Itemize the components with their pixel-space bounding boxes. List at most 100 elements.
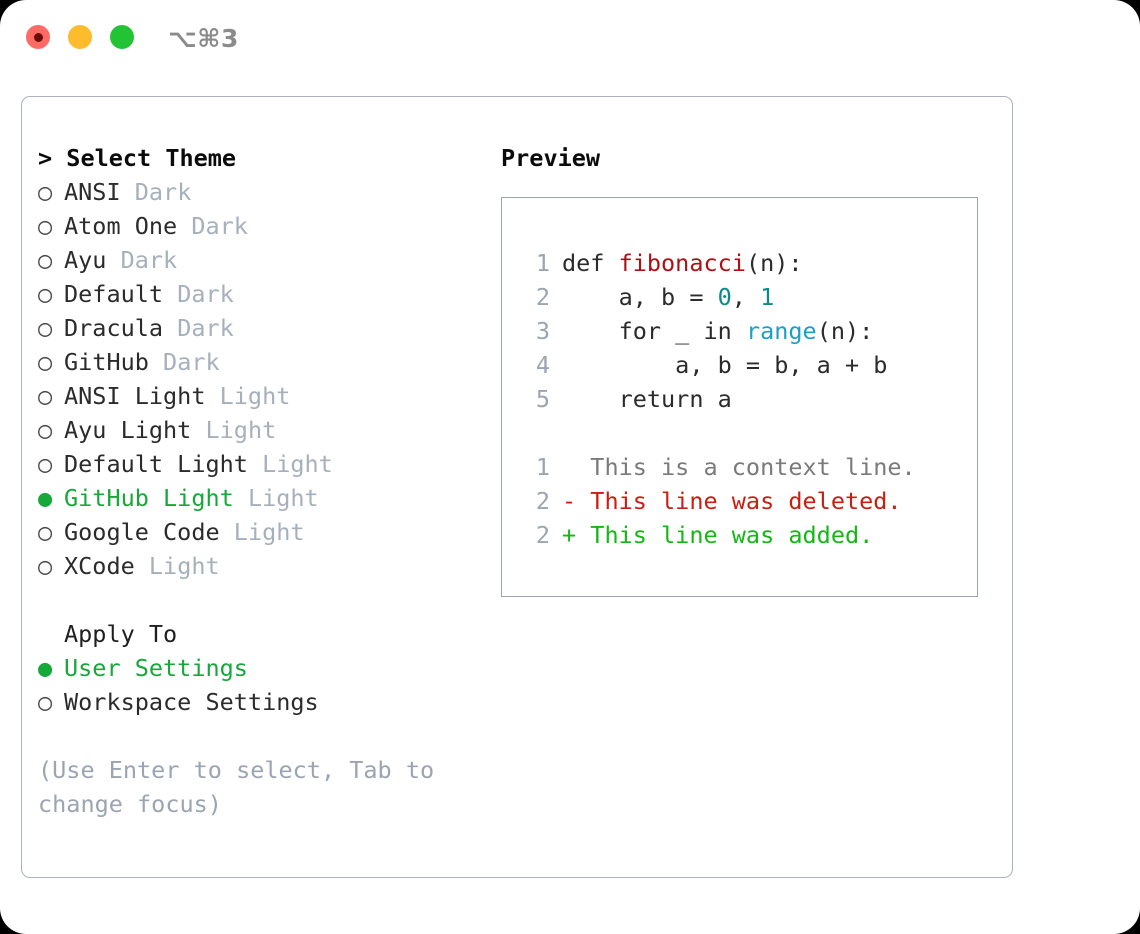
title-bar: ⌥⌘3 bbox=[0, 0, 1140, 78]
radio-unselected-icon: ○ bbox=[38, 688, 53, 716]
code-token: 0 bbox=[717, 283, 732, 311]
diff-line-del: 2- This line was deleted. bbox=[520, 484, 916, 518]
diff-line-add: 2+ This line was added. bbox=[520, 518, 916, 552]
code-token: fibonacci bbox=[618, 249, 746, 277]
radio-unselected-icon: ○ bbox=[38, 280, 53, 308]
theme-kind-badge: Light bbox=[205, 416, 277, 444]
line-number: 3 bbox=[535, 317, 550, 345]
theme-list: ○ANSI Dark○Atom One Dark○Ayu Dark○Defaul… bbox=[38, 175, 468, 583]
preview-title: Preview bbox=[501, 144, 601, 172]
apply-to-label: Apply To bbox=[64, 620, 178, 648]
code-blank-line bbox=[520, 416, 916, 450]
theme-kind-badge: Light bbox=[148, 552, 220, 580]
code-token: range bbox=[745, 317, 817, 345]
code-line: 2 a, b = 0, 1 bbox=[520, 280, 916, 314]
theme-kind-badge: Dark bbox=[177, 280, 234, 308]
radio-unselected-icon: ○ bbox=[38, 382, 53, 410]
code-token: def bbox=[562, 249, 619, 277]
window-controls bbox=[26, 25, 134, 49]
code-token: for _ in bbox=[562, 317, 746, 345]
theme-name: ANSI Light bbox=[64, 382, 206, 410]
theme-option-ayu-light[interactable]: ○ Ayu Light Light bbox=[38, 413, 468, 447]
diff-marker: - bbox=[562, 487, 591, 515]
theme-option-ayu[interactable]: ○Ayu Dark bbox=[38, 243, 468, 277]
line-number: 5 bbox=[535, 385, 550, 413]
theme-option-github[interactable]: ○GitHub Dark bbox=[38, 345, 468, 379]
theme-option-default-light[interactable]: ○Default Light Light bbox=[38, 447, 468, 481]
theme-option-default[interactable]: ○Default Dark bbox=[38, 277, 468, 311]
theme-name: Ayu Light bbox=[64, 416, 192, 444]
code-line: 5 return a bbox=[520, 382, 916, 416]
radio-selected-icon: ● bbox=[38, 484, 53, 512]
theme-kind-badge: Dark bbox=[134, 178, 192, 206]
theme-kind-badge: Light bbox=[247, 484, 319, 512]
gap bbox=[163, 277, 177, 311]
gap bbox=[248, 447, 262, 481]
code-token: , bbox=[731, 283, 761, 311]
apply-to-list: ●User Settings○Workspace Settings bbox=[38, 651, 468, 719]
theme-name: Dracula bbox=[64, 314, 164, 342]
code-text: a, b = b, a + b bbox=[562, 348, 887, 382]
theme-kind-badge: Light bbox=[219, 382, 291, 410]
line-number: 1 bbox=[535, 249, 550, 277]
diff-text: This line was added. bbox=[590, 521, 874, 549]
gap bbox=[220, 515, 234, 549]
close-dot[interactable] bbox=[26, 25, 50, 49]
radio-unselected-icon: ○ bbox=[38, 518, 53, 546]
theme-kind-badge: Light bbox=[262, 450, 333, 478]
theme-kind-badge: Dark bbox=[120, 246, 178, 274]
theme-name: GitHub bbox=[64, 348, 149, 376]
radio-unselected-icon: ○ bbox=[38, 314, 53, 342]
line-number: 1 bbox=[535, 453, 550, 481]
theme-kind-badge: Dark bbox=[177, 314, 234, 342]
line-number: 4 bbox=[535, 351, 550, 379]
apply-to-option-user-settings[interactable]: ●User Settings bbox=[38, 651, 468, 685]
keyboard-shortcut-label: ⌥⌘3 bbox=[168, 24, 239, 53]
theme-name: GitHub Light bbox=[64, 484, 234, 512]
theme-option-github-light[interactable]: ● GitHub Light Light bbox=[38, 481, 468, 515]
apply-to-name: User Settings bbox=[64, 654, 248, 682]
theme-option-ansi[interactable]: ○ANSI Dark bbox=[38, 175, 468, 209]
diff-marker: + bbox=[562, 521, 591, 549]
theme-option-ansi-light[interactable]: ○ ANSI Light Light bbox=[38, 379, 468, 413]
keyboard-hint: (Use Enter to select, Tab to change focu… bbox=[38, 756, 435, 818]
theme-kind-badge: Light bbox=[233, 518, 305, 546]
diff-marker bbox=[562, 450, 590, 484]
theme-name: ANSI bbox=[64, 178, 121, 206]
theme-name: Atom One bbox=[64, 212, 178, 240]
code-line: 1 def fibonacci(n): bbox=[520, 246, 916, 280]
theme-kind-badge: Dark bbox=[191, 212, 248, 240]
gap bbox=[177, 209, 191, 243]
maximize-dot[interactable] bbox=[110, 25, 134, 49]
diff-text: This is a context line. bbox=[590, 453, 916, 481]
line-number: 2 bbox=[535, 283, 550, 311]
code-token: return a bbox=[562, 385, 732, 413]
apply-to-option-workspace-settings[interactable]: ○Workspace Settings bbox=[38, 685, 468, 719]
list-spacer bbox=[38, 583, 468, 617]
code-text: return a bbox=[562, 382, 732, 416]
code-line: 3 for _ in range(n): bbox=[520, 314, 916, 348]
gap bbox=[163, 311, 177, 345]
gap bbox=[121, 175, 135, 209]
theme-selector-panel: > Select Theme ○ANSI Dark○Atom One Dark○… bbox=[21, 96, 1013, 878]
gap bbox=[205, 379, 219, 413]
radio-unselected-icon: ○ bbox=[38, 450, 53, 478]
theme-option-xcode[interactable]: ○XCode Light bbox=[38, 549, 468, 583]
gap bbox=[149, 345, 163, 379]
minimize-dot[interactable] bbox=[68, 25, 92, 49]
theme-option-dracula[interactable]: ○ Dracula Dark bbox=[38, 311, 468, 345]
theme-kind-badge: Dark bbox=[163, 348, 220, 376]
code-token: a, b = bbox=[562, 283, 718, 311]
diff-text: This line was deleted. bbox=[590, 487, 902, 515]
gap bbox=[234, 481, 248, 515]
radio-unselected-icon: ○ bbox=[38, 552, 53, 580]
diff-line-ctx: 1 This is a context line. bbox=[520, 450, 916, 484]
theme-option-google-code[interactable]: ○Google Code Light bbox=[38, 515, 468, 549]
theme-option-atom-one[interactable]: ○Atom One Dark bbox=[38, 209, 468, 243]
code-token: (n): bbox=[745, 249, 803, 277]
radio-unselected-icon: ○ bbox=[38, 416, 53, 444]
